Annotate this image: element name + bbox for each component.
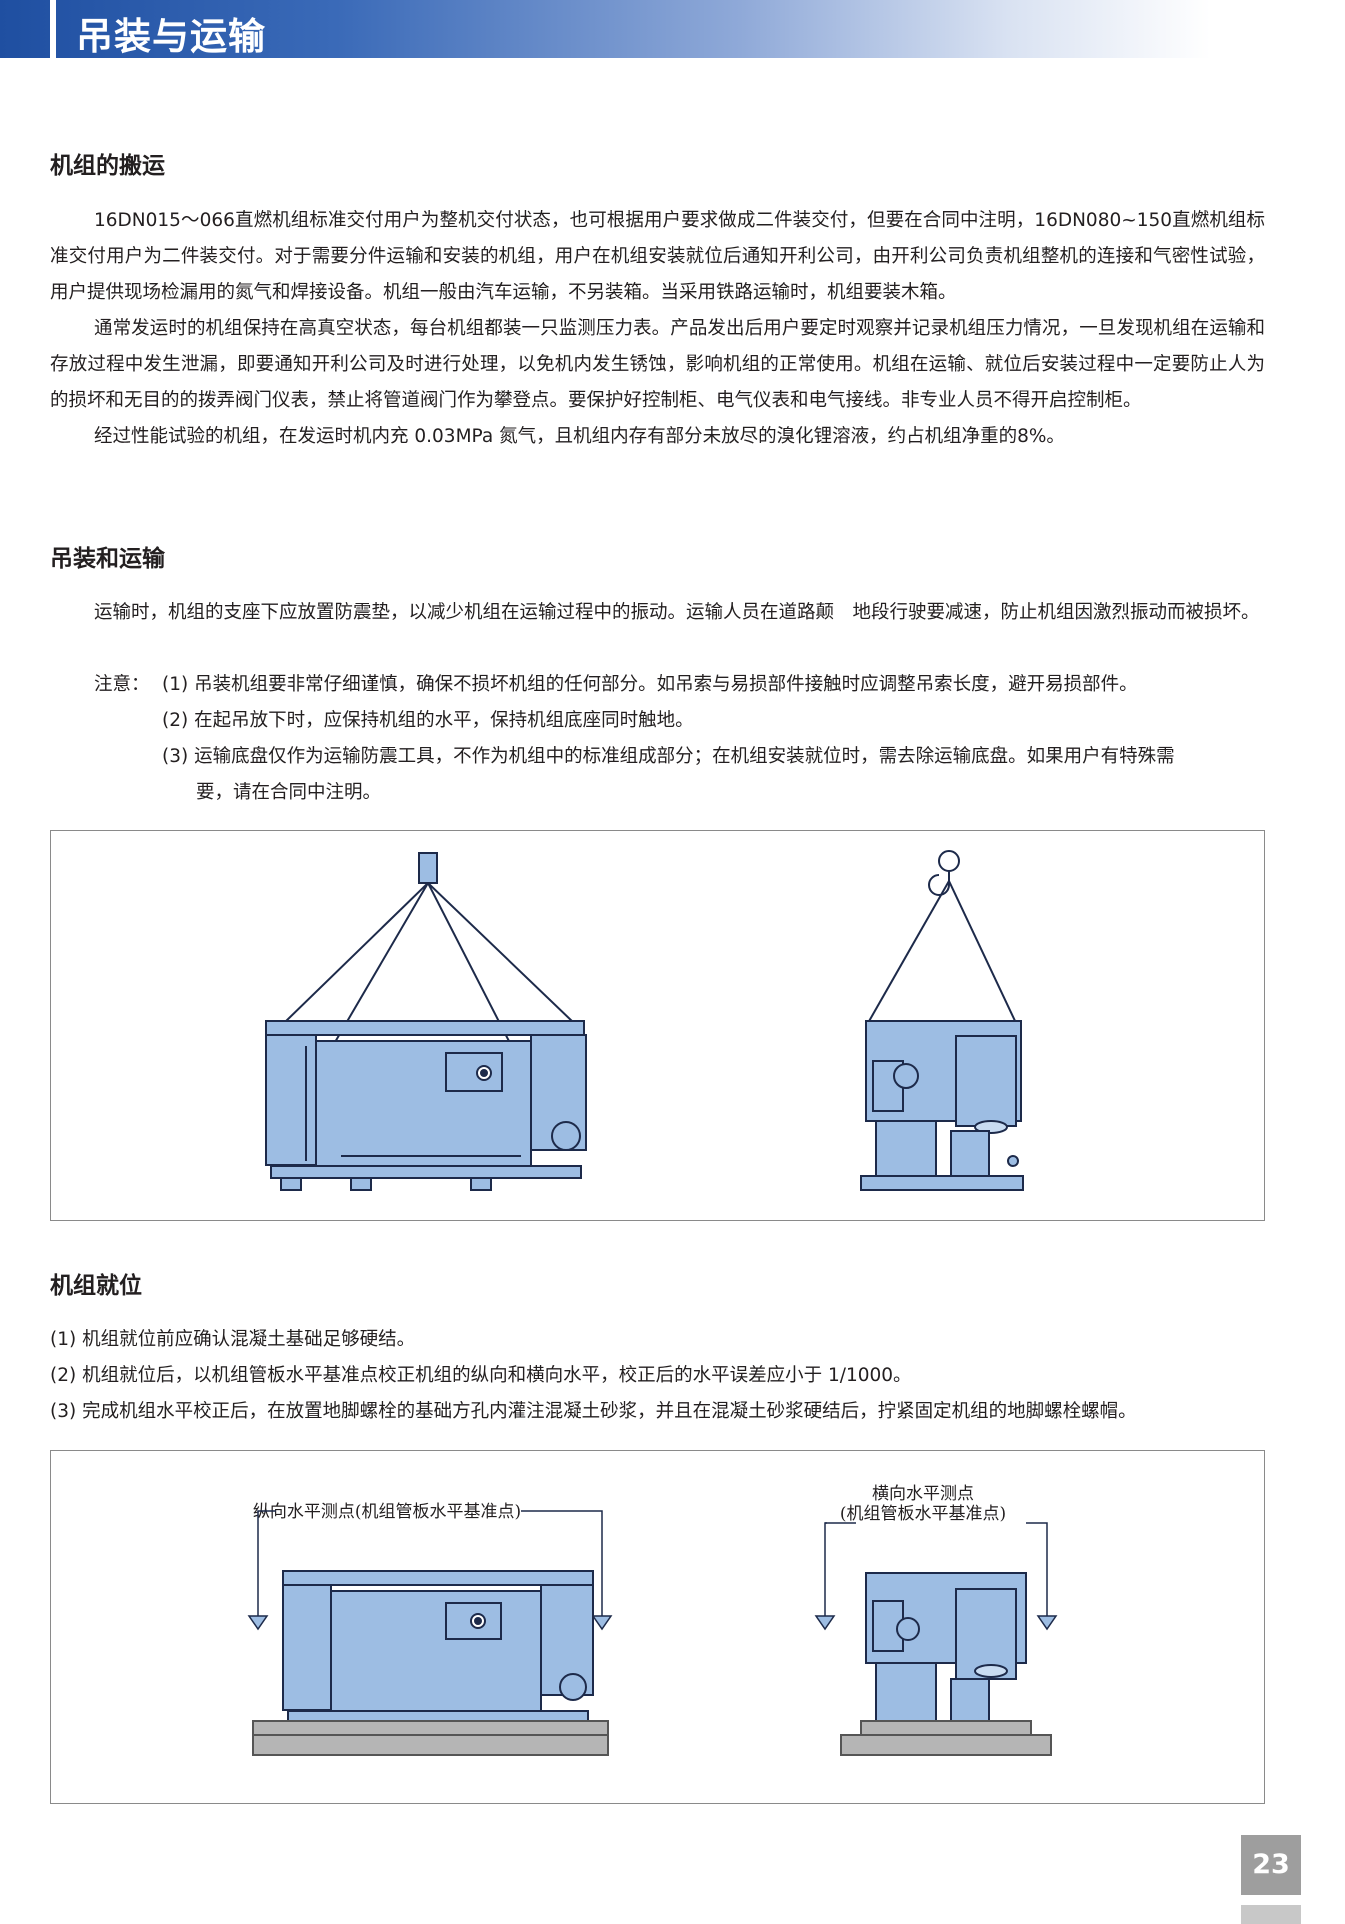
chiller-side-view-icon [282,1570,594,1722]
note-label: 注意： [94,674,150,695]
page-number-tab [1241,1905,1301,1924]
section-heading-positioning: 机组就位 [50,1273,142,1299]
lifting-diagram [50,830,1265,1221]
positioning-item: (1) 机组就位前应确认混凝土基础足够硬结。 [50,1329,416,1350]
page-title: 吊装与运输 [76,15,266,58]
lifting-diagram-drawing [265,850,1024,1191]
page-number: 23 [1241,1835,1301,1895]
crane-hook-icon [928,850,960,896]
handling-text: 16DN015～066直燃机组标准交付用户为整机交付状态，也可根据用户要求做成二… [50,203,1265,455]
chiller-end-view-icon [860,1020,1024,1191]
paragraph: 经过性能试验的机组，在发运时机内充 0.03MPa 氮气，且机组内存有部分未放尽… [94,426,1065,447]
leveling-diagram: 纵向水平测点(机组管板水平基准点) 横向水平测点 (机组管板水平基准点) [50,1450,1265,1804]
transverse-label-line2: (机组管板水平基准点) [840,1504,1006,1524]
section-heading-handling: 机组的搬运 [50,153,165,179]
note-item-continuation: 要，请在合同中注明。 [196,782,382,803]
chiller-end-view-icon [865,1572,1027,1722]
level-marker-icons [247,1615,1058,1631]
paragraph: 运输时，机组的支座下应放置防震垫，以减少机组在运输过程中的振动。运输人员在道路颠… [94,602,1260,623]
foundation-base-icon [840,1720,1052,1756]
lifting-text: 运输时，机组的支座下应放置防震垫，以减少机组在运输过程中的振动。运输人员在道路颠… [50,595,1265,631]
transverse-label-line1: 横向水平测点 [872,1484,974,1504]
note-item: (1) 吊装机组要非常仔细谨慎，确保不损坏机组的任何部分。如吊索与易损部件接触时… [162,674,1138,695]
foundation-base-icon [252,1720,609,1756]
paragraph: 16DN015～066直燃机组标准交付用户为整机交付状态，也可根据用户要求做成二… [50,210,1265,303]
lifting-block-icon [418,852,438,884]
leveling-diagram-drawing: 纵向水平测点(机组管板水平基准点) 横向水平测点 (机组管板水平基准点) [247,1484,1058,1756]
note-item: (2) 在起吊放下时，应保持机组的水平，保持机组底座同时触地。 [162,710,694,731]
longitudinal-label: 纵向水平测点(机组管板水平基准点) [253,1502,521,1522]
positioning-item: (2) 机组就位后，以机组管板水平基准点校正机组的纵向和横向水平，校正后的水平误… [50,1365,912,1386]
chiller-side-view-icon [265,1020,587,1191]
header-accent [50,0,56,58]
header-bar [0,0,1345,58]
section-heading-lifting: 吊装和运输 [50,546,165,572]
note-item: (3) 运输底盘仅作为运输防震工具，不作为机组中的标准组成部分；在机组安装就位时… [162,746,1175,767]
paragraph: 通常发运时的机组保持在高真空状态，每台机组都装一只监测压力表。产品发出后用户要定… [50,318,1265,411]
positioning-item: (3) 完成机组水平校正后，在放置地脚螺栓的基础方孔内灌注混凝土砂浆，并且在混凝… [50,1401,1137,1422]
